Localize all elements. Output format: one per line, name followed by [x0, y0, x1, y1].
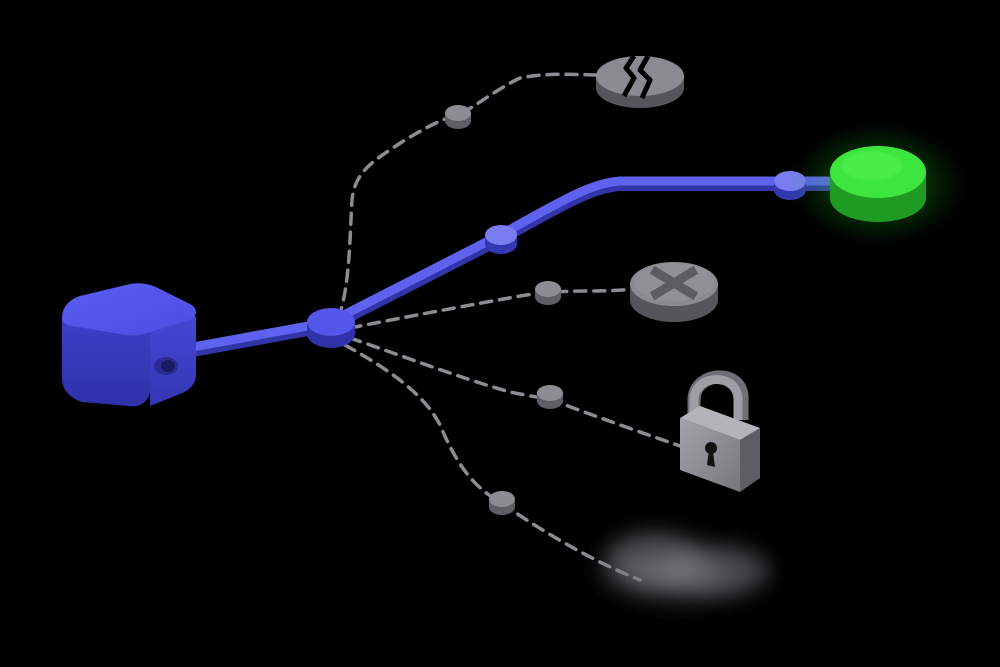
broken-disc-icon — [596, 54, 684, 108]
waypoint-node — [537, 385, 563, 409]
waypoint-node — [445, 105, 471, 129]
cube-icon — [62, 283, 196, 407]
dead-end-waypoints — [445, 105, 563, 515]
branch-hub — [307, 308, 355, 348]
edge-to-fog — [343, 343, 642, 582]
x-circle-icon — [630, 262, 718, 322]
padlock-icon — [680, 370, 760, 492]
waypoint-node — [535, 281, 561, 305]
dead-end-edges — [336, 72, 682, 582]
primary-path — [158, 176, 847, 362]
edge-to-broken-disc — [336, 72, 602, 320]
fog-cloud-icon — [585, 532, 775, 610]
edge-to-blocked-disc — [348, 287, 637, 330]
edge-to-lock — [348, 336, 682, 448]
waypoint-node — [489, 491, 515, 515]
mid-node — [485, 225, 517, 254]
green-disc-icon — [788, 122, 968, 246]
